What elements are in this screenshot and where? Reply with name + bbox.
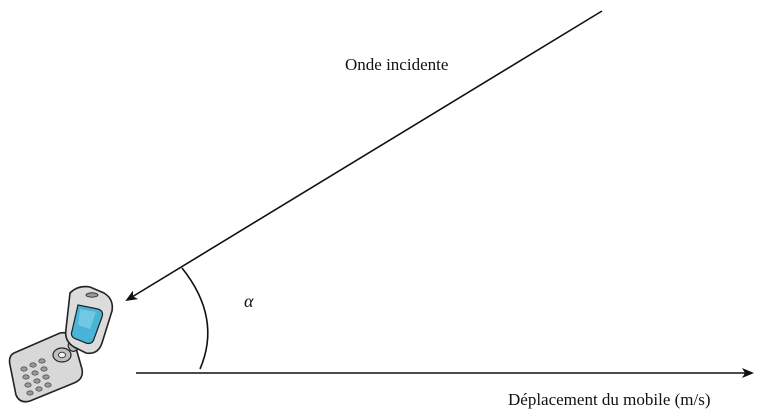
angle-arc [181,267,209,370]
incident-wave-arrow [125,10,603,302]
incident-wave-label: Onde incidente [345,55,448,74]
flip-phone-icon [8,285,114,403]
displacement-label: Déplacement du mobile (m/s) [508,390,711,409]
angle-label: α [244,291,254,311]
